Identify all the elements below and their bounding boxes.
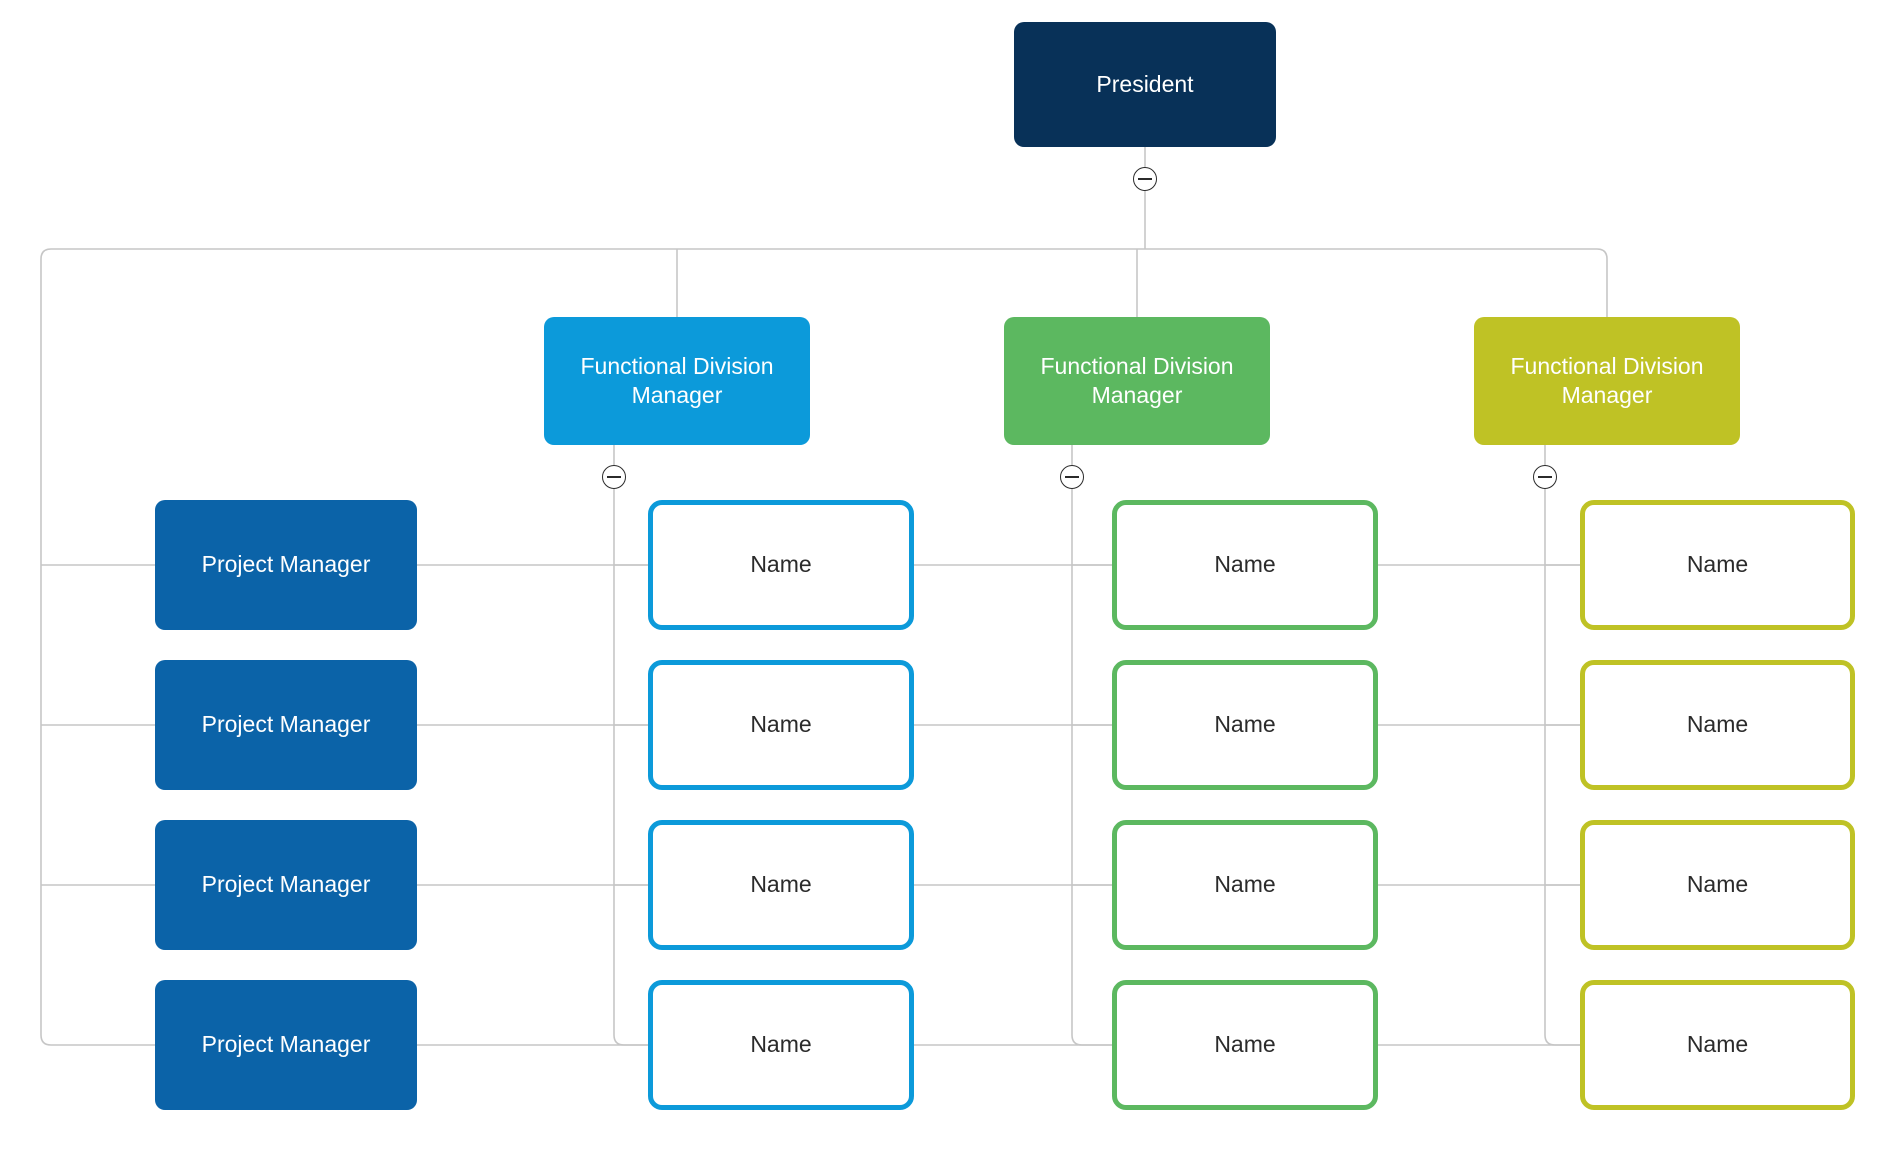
node-member-2-4[interactable]: Name	[1112, 980, 1378, 1110]
node-member-3-4-label: Name	[1686, 1031, 1749, 1058]
node-division-manager-2-label: Functional Division Manager	[1040, 352, 1234, 408]
node-member-2-4-label: Name	[1214, 1031, 1276, 1058]
node-member-1-3-label: Name	[750, 871, 812, 898]
node-member-1-1-label: Name	[750, 551, 812, 578]
node-project-manager-3-label: Project Manager	[201, 871, 371, 898]
node-project-manager-4[interactable]: Project Manager	[155, 980, 417, 1110]
node-division-manager-3-label: Functional Division Manager	[1510, 352, 1704, 408]
node-member-3-3[interactable]: Name	[1580, 820, 1855, 950]
collapse-toggle-division-2[interactable]	[1060, 465, 1084, 489]
node-member-1-3[interactable]: Name	[648, 820, 914, 950]
node-member-3-2[interactable]: Name	[1580, 660, 1855, 790]
node-division-manager-3[interactable]: Functional Division Manager	[1474, 317, 1740, 445]
node-member-2-2[interactable]: Name	[1112, 660, 1378, 790]
node-member-2-3-label: Name	[1214, 871, 1276, 898]
node-division-manager-1[interactable]: Functional Division Manager	[544, 317, 810, 445]
node-president-label: President	[1096, 70, 1194, 97]
node-member-2-3[interactable]: Name	[1112, 820, 1378, 950]
node-member-1-1[interactable]: Name	[648, 500, 914, 630]
node-project-manager-1[interactable]: Project Manager	[155, 500, 417, 630]
node-project-manager-1-label: Project Manager	[201, 551, 371, 578]
collapse-toggle-division-3[interactable]	[1533, 465, 1557, 489]
node-member-2-2-label: Name	[1214, 711, 1276, 738]
node-project-manager-4-label: Project Manager	[201, 1031, 371, 1058]
node-member-1-4-label: Name	[750, 1031, 812, 1058]
node-member-2-1[interactable]: Name	[1112, 500, 1378, 630]
node-president[interactable]: President	[1014, 22, 1276, 147]
node-member-3-2-label: Name	[1686, 711, 1749, 738]
node-member-3-3-label: Name	[1686, 871, 1749, 898]
node-member-2-1-label: Name	[1214, 551, 1276, 578]
node-project-manager-2-label: Project Manager	[201, 711, 371, 738]
node-project-manager-3[interactable]: Project Manager	[155, 820, 417, 950]
node-member-1-4[interactable]: Name	[648, 980, 914, 1110]
node-division-manager-2[interactable]: Functional Division Manager	[1004, 317, 1270, 445]
node-division-manager-1-label: Functional Division Manager	[580, 352, 774, 408]
node-member-3-4[interactable]: Name	[1580, 980, 1855, 1110]
collapse-toggle-president[interactable]	[1133, 167, 1157, 191]
node-member-1-2-label: Name	[750, 711, 812, 738]
node-member-3-1-label: Name	[1686, 551, 1749, 578]
node-member-1-2[interactable]: Name	[648, 660, 914, 790]
collapse-toggle-division-1[interactable]	[602, 465, 626, 489]
node-member-3-1[interactable]: Name	[1580, 500, 1855, 630]
node-project-manager-2[interactable]: Project Manager	[155, 660, 417, 790]
